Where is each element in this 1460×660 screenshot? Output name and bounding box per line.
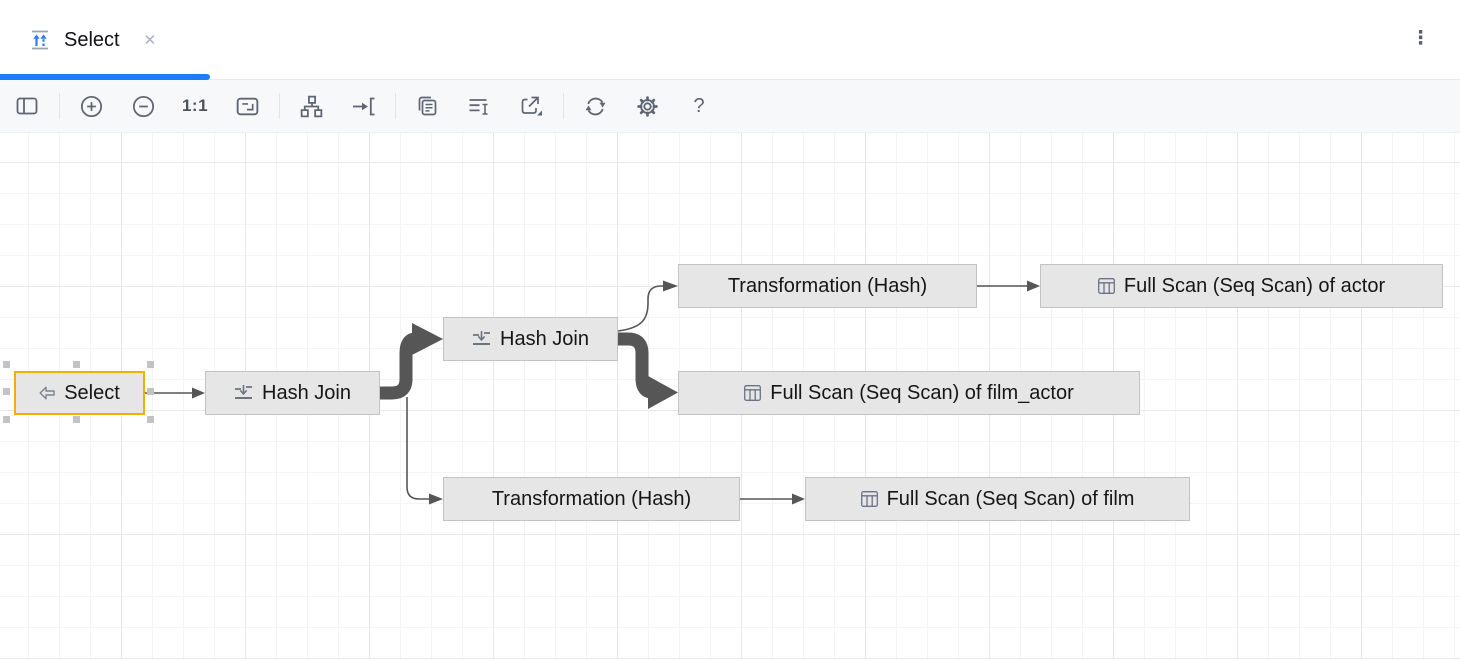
gear-icon [636, 95, 658, 117]
help-label: ? [693, 94, 705, 117]
node-label: Full Scan (Seq Scan) of actor [1123, 274, 1386, 297]
toolbar-separator [395, 93, 396, 119]
selection-handle[interactable] [147, 388, 154, 395]
join-icon [472, 331, 491, 347]
plan-node-select[interactable]: Select [14, 371, 145, 415]
selection-handle[interactable] [3, 416, 10, 423]
export-diagram-button[interactable] [515, 90, 547, 122]
plan-node-full-scan-film-actor[interactable]: Full Scan (Seq Scan) of film_actor [678, 371, 1140, 415]
diagram-canvas[interactable]: Select Hash Join Hash Join Transformatio… [0, 133, 1460, 659]
node-label: Full Scan (Seq Scan) of film [886, 487, 1135, 510]
table-icon [744, 385, 762, 401]
zoom-out-button[interactable] [127, 90, 159, 122]
scroll-to-icon [352, 97, 374, 115]
edge-hashjoin2-filmactor [618, 332, 678, 409]
select-arrow-icon [39, 386, 55, 400]
actual-size-button[interactable]: 1:1 [179, 90, 211, 122]
fit-content-icon [236, 97, 258, 115]
node-label: Transformation (Hash) [727, 274, 928, 297]
node-label: Full Scan (Seq Scan) of film_actor [770, 381, 1074, 404]
execution-plan-icon [32, 30, 48, 50]
plan-node-hash-join-1[interactable]: Hash Join [205, 371, 380, 415]
apply-layout-button[interactable] [295, 90, 327, 122]
node-label: Hash Join [262, 381, 351, 404]
edge-select-hashjoin1 [145, 387, 205, 399]
edge-hashjoin2-transformation-top [617, 280, 678, 332]
refresh-icon [585, 97, 605, 115]
node-label: Hash Join [500, 327, 589, 350]
scroll-to-node-button[interactable] [347, 90, 379, 122]
text-lines-icon [469, 98, 487, 115]
plan-node-transformation-hash-top[interactable]: Transformation (Hash) [678, 264, 977, 308]
panel-left-icon [16, 97, 38, 115]
tab-title: Select [64, 28, 120, 51]
selection-handle[interactable] [73, 361, 80, 368]
copy-icon [418, 96, 437, 116]
edge-transformation-bottom-film [740, 493, 805, 505]
close-icon[interactable]: ✕ [143, 31, 157, 49]
table-icon [1097, 278, 1115, 294]
settings-button[interactable] [631, 90, 663, 122]
tab-select[interactable]: Select ✕ [0, 0, 156, 80]
toolbar-separator [59, 93, 60, 119]
toggle-left-panel-button[interactable] [11, 90, 43, 122]
node-label: Transformation (Hash) [491, 487, 692, 510]
zoom-in-icon [80, 95, 102, 117]
selection-handle[interactable] [3, 361, 10, 368]
selection-handle[interactable] [73, 416, 80, 423]
refresh-button[interactable] [579, 90, 611, 122]
plan-node-transformation-hash-bottom[interactable]: Transformation (Hash) [443, 477, 740, 521]
plan-node-full-scan-film[interactable]: Full Scan (Seq Scan) of film [805, 477, 1190, 521]
diagram-edges [145, 280, 1040, 505]
plan-node-full-scan-actor[interactable]: Full Scan (Seq Scan) of actor [1040, 264, 1443, 308]
fit-content-button[interactable] [231, 90, 263, 122]
node-label: Select [64, 381, 120, 404]
join-icon [234, 385, 253, 401]
toolbar-separator [279, 93, 280, 119]
table-icon [860, 491, 878, 507]
plan-node-hash-join-2[interactable]: Hash Join [443, 317, 618, 361]
edge-hashjoin1-transformation-bottom [406, 397, 443, 505]
actual-size-label: 1:1 [181, 96, 209, 115]
zoom-in-button[interactable] [75, 90, 107, 122]
export-icon [521, 96, 542, 115]
selection-handle[interactable] [147, 361, 154, 368]
edge-transformation-top-actor [977, 280, 1040, 292]
hierarchy-layout-icon [300, 95, 322, 117]
copy-diagram-button[interactable] [411, 90, 443, 122]
edge-hashjoin1-hashjoin2 [380, 323, 443, 400]
toolbar-separator [563, 93, 564, 119]
active-tab-indicator [0, 74, 210, 80]
selection-handle[interactable] [147, 416, 154, 423]
diagram-toolbar: 1:1 [0, 80, 1460, 133]
selection-handle[interactable] [3, 388, 10, 395]
help-button[interactable]: ? [683, 90, 715, 122]
tab-bar: Select ✕ ⋮ [0, 0, 1460, 80]
text-options-button[interactable] [463, 90, 495, 122]
kebab-menu-icon[interactable]: ⋮ [1411, 28, 1430, 49]
zoom-out-icon [132, 95, 154, 117]
